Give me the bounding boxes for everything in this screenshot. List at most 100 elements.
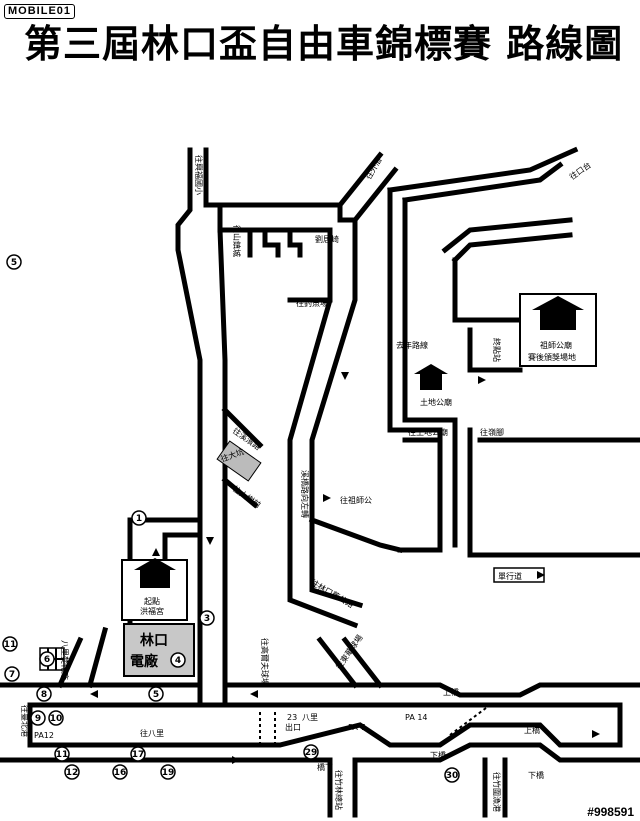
image-id: #998591 [587,805,634,819]
label-finish: 終點站 [492,338,502,362]
label-golf: 往高爾夫球場 [260,638,270,686]
road-stub-2 [262,227,281,258]
marker-3-circle [199,610,215,626]
shaded-block [216,440,262,482]
label-up-bridge-2: 上橋 [524,725,540,735]
label-fishing: 往釣魚場 [296,298,328,308]
linkou-factory-box: 林口 電廠 [123,623,195,677]
marker-11-circle [2,636,18,652]
label-to-xiao: 往興福國小 [194,155,204,195]
road-diag-bottom-1 [316,636,359,689]
route-markers: 1 3 4 5 5 6 7 8 9 10 11 11 12 16 17 19 2 [2,254,460,783]
marker-11b-circle [54,746,70,762]
marker-3: 3 [204,614,210,624]
marker-12: 12 [66,768,79,778]
label-liuju: 劉居崎 [315,234,339,244]
road-top-horizontal [203,202,353,223]
arrow-right-finish [478,376,486,384]
award-site-label: 賽後頒獎場地 [528,352,576,362]
road-bottom-middle-lower [27,722,623,748]
road-zushigong-link [308,516,404,554]
label-dashu: 往大樹前 [231,483,263,510]
arrow-left-bottom [90,690,98,698]
ancestor-temple-label: 祖師公廟 [540,340,572,350]
marker-10-circle [48,710,64,726]
marker-5-circle [6,254,22,270]
arrow-up-start [152,548,160,556]
road-diag-left-2 [86,626,109,689]
marker-9-circle [30,710,46,726]
marker-30-circle [444,767,460,783]
arrow-right-zushigong [323,494,331,502]
road-to-finish-inner [467,327,523,373]
label-to-tudigong: 往土地公廟 [408,427,448,437]
marker-8: 8 [41,690,47,700]
hong-fu-temple-label: 洪福宮 [140,606,164,616]
marker-17: 17 [132,750,145,760]
marker-9: 9 [35,714,41,724]
arrow-right-bottom [592,730,600,738]
label-pa14: PA 14 [405,713,428,722]
label-zushigong: 往祖師公 [340,495,372,505]
label-to-bali: 往八里 [140,728,164,738]
marker-29-circle [303,744,319,760]
land-temple-label: 土地公廟 [420,397,452,407]
arrow-right-lower [232,756,240,764]
road-bottom-lower-right [352,742,640,763]
road-main-left-outer [175,147,203,703]
road-branch-2 [221,476,259,509]
marker-6: 6 [44,655,50,665]
label-shanxinzheng: 往山鎮城 [232,225,242,257]
marker-4-circle [170,652,186,668]
road-diagonal-top [336,151,384,209]
road-to-finish [452,257,523,323]
land-temple-icon: 土地公廟 [414,364,452,407]
road-middle-descent-inner [309,217,364,609]
label-exit-23b: 出口 [285,722,301,732]
marker-1: 1 [136,514,142,524]
marker-5: 5 [11,258,17,268]
label-zhulin: 往竹林總站 [334,770,344,810]
road-bottom-upper-right [222,682,640,698]
marker-5b-circle [148,686,164,702]
marker-12-circle [64,764,80,780]
label-exit-23: 23 [287,713,297,722]
marker-5b: 5 [153,690,159,700]
label-bali-incinerator: 八里焚化廠 [60,640,70,680]
road-right-cluster-b [402,197,458,548]
label-kou-tai: 往口台 [567,160,592,182]
marker-4: 4 [175,656,181,666]
label-pa7: PA 7 [348,723,365,732]
start-temple-box: 起點 洪福宮 [121,558,188,621]
road-right-lower [467,427,483,558]
label-pa12: PA12 [34,731,54,740]
road-stub-3 [287,227,303,258]
linkou-factory-label-2: 電廠 [130,653,159,670]
marker-30: 30 [446,771,459,781]
label-down-bridge-2: 下橋 [528,770,544,780]
road-labels: 往興福國小 往山鎮城 劉居崎 往釣魚場 往外厝 往口台 去年路線 終點站 往土地… [20,155,593,812]
marker-7-circle [4,666,20,682]
map-title-banner: MOBILE01 第三屆林口盃自由車錦標賽 路線圖 [4,4,630,70]
label-donghua: 往東華球場 [333,633,364,672]
arrow-right-bikepath [537,571,545,579]
label-xiqiao-turn: 溪橋路向左轉 [300,470,310,518]
marker-19: 19 [162,768,175,778]
road-right-top-link [402,161,564,203]
marker-10: 10 [50,714,63,724]
dash-line-3 [449,704,491,736]
marker-16: 16 [114,768,127,778]
marker-8-circle [36,686,52,702]
label-waicuo: 往外厝 [363,155,384,181]
road-main-left-inner [203,147,228,703]
marker-16-circle [112,764,128,780]
label-under-bridge: 橋下 [317,762,333,772]
road-middle-descent [287,227,359,629]
arrow-left-bottom-2 [250,690,258,698]
marker-1-circle [131,510,147,526]
arrow-down-1 [206,537,214,545]
road-right-upper [441,217,573,254]
label-down-bridge-1: 下橋 [430,750,446,760]
marker-7: 7 [9,670,15,680]
